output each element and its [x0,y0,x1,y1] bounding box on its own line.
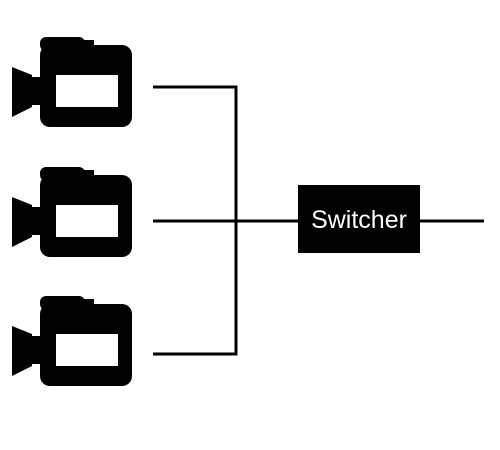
switcher-label: Switcher [311,206,407,234]
camera-2 [12,167,132,257]
switcher-box [298,185,420,253]
video-camera-icon [12,167,132,257]
wire-camera-3 [153,221,238,356]
video-camera-icon [12,296,132,386]
camera-1 [12,37,132,127]
video-camera-icon [12,37,132,127]
wire-camera-1 [153,85,238,221]
camera-3 [12,296,132,386]
switcher-node: Switcher [298,185,420,253]
